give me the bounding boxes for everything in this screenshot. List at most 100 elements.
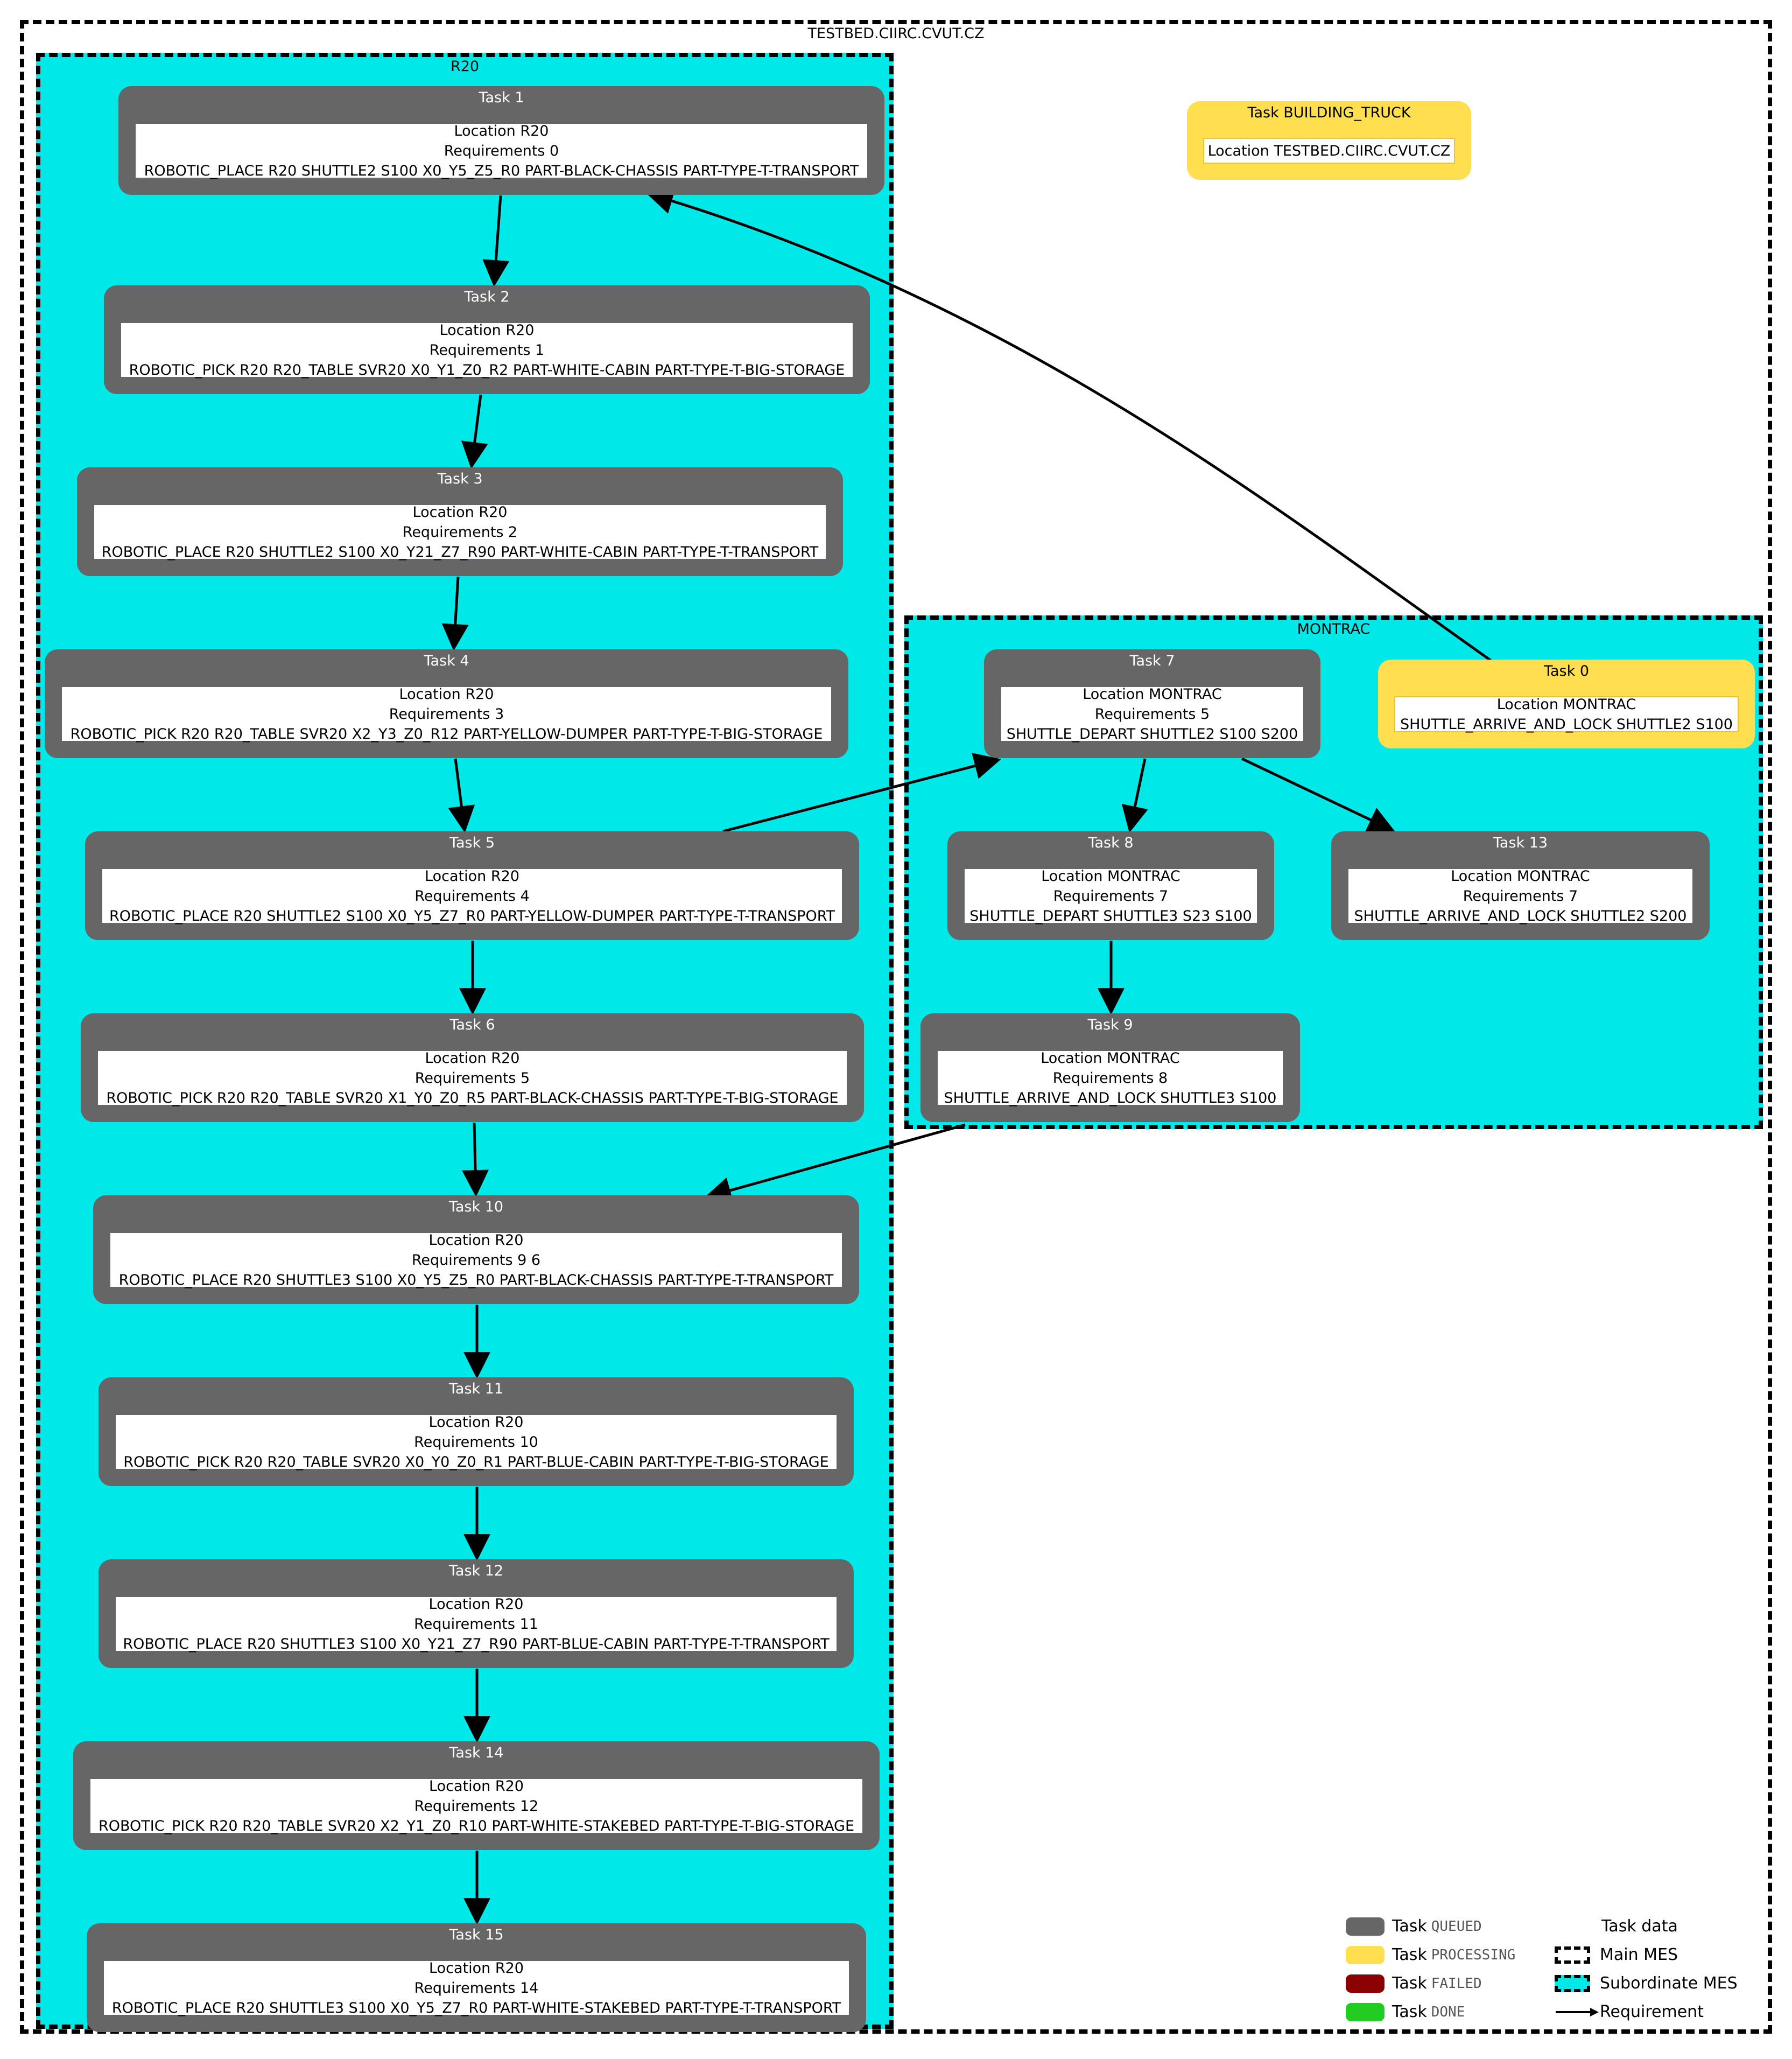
edge-t2-t3 xyxy=(461,394,488,469)
legend-processing-state: PROCESSING xyxy=(1431,1946,1516,1963)
legend-processing-swatch xyxy=(1346,1945,1385,1964)
task-title: Task BUILDING_TRUCK xyxy=(1247,104,1411,121)
legend-requirement: Requirement xyxy=(1555,2002,1704,2021)
legend-queued-label: Task xyxy=(1392,1917,1427,1936)
task-data-line: Requirements 0 xyxy=(444,142,559,159)
task-data-line: Requirements 12 xyxy=(414,1797,539,1815)
task-title: Task 8 xyxy=(1088,835,1134,851)
task-data-line: Location R20 xyxy=(428,1231,524,1249)
edge-t9-t10 xyxy=(704,1123,966,1203)
task-title: Task 0 xyxy=(1543,663,1590,680)
legend-main-mes: Main MES xyxy=(1555,1945,1678,1964)
edge-t3-t4 xyxy=(441,576,469,651)
legend-requirement-label: Requirement xyxy=(1600,2002,1704,2021)
task-data-line: Requirements 7 xyxy=(1463,887,1578,905)
task-data: Location MONTRAC Requirements 7 SHUTTLE_AR… xyxy=(1348,867,1692,925)
edge-t4-t5 xyxy=(448,758,475,833)
legend-processing: Task PROCESSING xyxy=(1346,1945,1515,1964)
task-data-line: Location MONTRAC xyxy=(1041,1049,1180,1067)
legend-failed-swatch xyxy=(1346,1974,1385,1993)
task-data-line: Location R20 xyxy=(412,503,508,521)
task-data-line: Location TESTBED.CIIRC.CVUT.CZ xyxy=(1207,142,1451,159)
task-data-line: ROBOTIC_PLACE R20 SHUTTLE3 S100 X0_Y21_Z… xyxy=(123,1635,830,1652)
task-data: Location TESTBED.CIIRC.CVUT.CZ xyxy=(1203,138,1455,164)
task-data-line: SHUTTLE_ARRIVE_AND_LOCK SHUTTLE2 S200 xyxy=(1354,907,1687,925)
edge-t6-t10 xyxy=(461,1122,489,1197)
task-data-line: SHUTTLE_DEPART SHUTTLE3 S23 S100 xyxy=(969,907,1252,925)
task-data-line: Requirements 3 xyxy=(389,705,504,723)
task-data-line: Location R20 xyxy=(429,1777,524,1795)
task-title: Task 6 xyxy=(449,1017,495,1033)
task-data-line: Requirements 10 xyxy=(414,1433,538,1451)
legend-done-state: DONE xyxy=(1431,2004,1465,2020)
task-data-line: Location R20 xyxy=(429,1959,524,1977)
task-node-8[interactable]: Task 8 Location MONTRAC Requirements 7 SHUT… xyxy=(947,831,1274,940)
task-title: Task 11 xyxy=(448,1381,504,1397)
task-data-line: Location MONTRAC xyxy=(1041,867,1180,885)
legend-subordinate-mes-swatch xyxy=(1555,1974,1590,1992)
legend-done-label: Task xyxy=(1392,2002,1427,2021)
task-data-line: Location R20 xyxy=(425,867,519,885)
task-title: Task 5 xyxy=(449,835,495,851)
task-title: Task 9 xyxy=(1087,1017,1133,1033)
task-title: Task 2 xyxy=(464,289,510,305)
task-data-line: Requirements 8 xyxy=(1052,1069,1168,1087)
task-data-line: Location R20 xyxy=(428,1413,524,1431)
legend-failed-label: Task xyxy=(1392,1974,1427,1993)
task-data-line: ROBOTIC_PICK R20 R20_TABLE SVR20 X2_Y3_Z… xyxy=(70,725,823,743)
legend-main-mes-swatch xyxy=(1555,1946,1590,1964)
task-data-line: Requirements 7 xyxy=(1053,887,1169,905)
legend-queued: Task QUEUED xyxy=(1346,1917,1482,1936)
task-data-line: Location R20 xyxy=(425,1049,520,1067)
task-data-line: Location R20 xyxy=(454,122,549,139)
task-data-line: ROBOTIC_PICK R20 R20_TABLE SVR20 X0_Y0_Z… xyxy=(123,1453,829,1470)
task-data-line: Location R20 xyxy=(439,321,535,339)
task-data-line: Location R20 xyxy=(399,685,494,703)
task-data-line: ROBOTIC_PLACE R20 SHUTTLE3 S100 X0_Y5_Z5… xyxy=(118,1271,834,1288)
task-data-line: Requirements 5 xyxy=(1094,705,1210,723)
task-data-line: Location MONTRAC xyxy=(1451,867,1590,885)
task-data-line: SHUTTLE_ARRIVE_AND_LOCK SHUTTLE2 S100 xyxy=(1400,716,1733,733)
edge-t1-t2 xyxy=(482,195,510,287)
legend-processing-label: Task xyxy=(1392,1945,1427,1964)
legend-task-data: Task data xyxy=(1601,1917,1678,1936)
task-data-line: Location R20 xyxy=(428,1595,524,1613)
legend-done: Task DONE xyxy=(1346,2002,1465,2021)
task-title: Task 12 xyxy=(448,1563,504,1579)
edge-t5-t7 xyxy=(722,753,1001,833)
legend-subordinate-mes-label: Subordinate MES xyxy=(1600,1974,1738,1993)
task-node-building-truck[interactable]: Task BUILDING_TRUCK Location TESTBED.CIIR… xyxy=(1187,101,1471,180)
edge-t7-t13 xyxy=(1241,757,1395,832)
task-data-line: ROBOTIC_PLACE R20 SHUTTLE2 S100 X0_Y5_Z7… xyxy=(109,907,835,925)
task-data: Location MONTRAC Requirements 7 SHUTTLE_DE… xyxy=(965,867,1257,925)
task-title: Task 14 xyxy=(449,1745,504,1761)
task-title: Task 15 xyxy=(449,1927,504,1943)
task-data-line: Location MONTRAC xyxy=(1083,685,1222,703)
legend-subordinate-mes: Subordinate MES xyxy=(1555,1974,1738,1993)
